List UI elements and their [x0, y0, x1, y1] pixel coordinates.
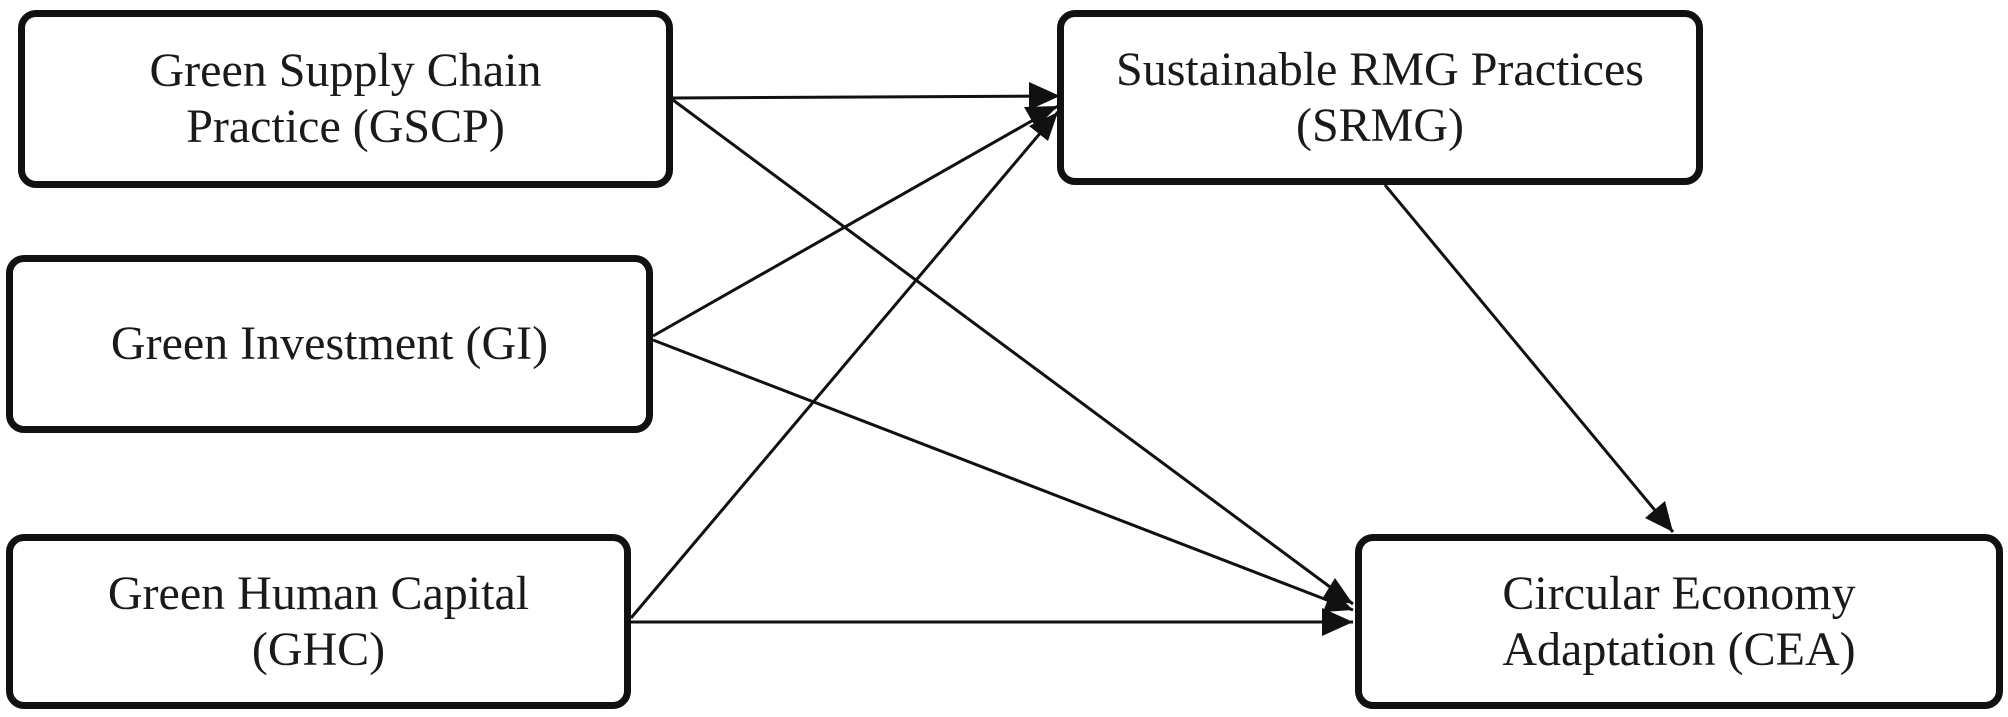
node-srmg-label-line2: (SRMG)	[1295, 98, 1465, 152]
edge-ghc-to-cea-arrowhead	[1322, 608, 1353, 636]
node-srmg-label-line1: Sustainable RMG Practices	[1116, 42, 1644, 96]
node-gi: Green Investment (GI)	[6, 255, 653, 433]
node-gscp-label-line1: Green Supply Chain	[149, 44, 542, 97]
edge-gi-to-srmg	[652, 104, 1059, 338]
node-ghc-label: Green Human Capital (GHC)	[108, 566, 529, 678]
node-cea: Circular Economy Adaptation (CEA)	[1355, 534, 2003, 709]
edge-gi-to-cea	[652, 338, 1354, 612]
node-gscp-label: Green Supply Chain Practice (GSCP)	[150, 43, 542, 155]
edge-ghc-to-srmg-arrowhead	[1029, 112, 1058, 141]
node-gi-label: Green Investment (GI)	[111, 316, 548, 372]
edge-gscp-to-srmg	[672, 94, 1061, 100]
node-srmg: Sustainable RMG Practices (SRMG)	[1057, 10, 1703, 185]
node-ghc-label-line2: (GHC)	[251, 622, 386, 676]
node-gi-label-line1: Green Investment (GI)	[110, 317, 549, 370]
edge-gi-to-cea-arrowhead	[1323, 589, 1353, 612]
edge-gscp-to-cea	[672, 98, 1354, 606]
node-srmg-label: Sustainable RMG Practices (SRMG)	[1116, 42, 1644, 154]
node-gscp: Green Supply Chain Practice (GSCP)	[18, 10, 673, 188]
edge-srmg-to-cea-arrowhead	[1645, 501, 1673, 532]
edge-ghc-to-srmg	[629, 111, 1060, 619]
edge-gscp-to-srmg-arrowhead	[1029, 82, 1060, 110]
edge-srmg-to-cea	[1383, 184, 1675, 533]
node-ghc: Green Human Capital (GHC)	[6, 534, 631, 709]
node-gscp-label-line2: Practice (GSCP)	[186, 100, 505, 153]
node-ghc-label-line1: Green Human Capital	[107, 566, 530, 620]
node-cea-label: Circular Economy Adaptation (CEA)	[1502, 566, 1855, 678]
node-cea-label-line2: Adaptation (CEA)	[1502, 622, 1856, 676]
edge-gi-to-srmg-arrowhead	[1024, 106, 1058, 128]
node-cea-label-line1: Circular Economy	[1502, 566, 1856, 620]
